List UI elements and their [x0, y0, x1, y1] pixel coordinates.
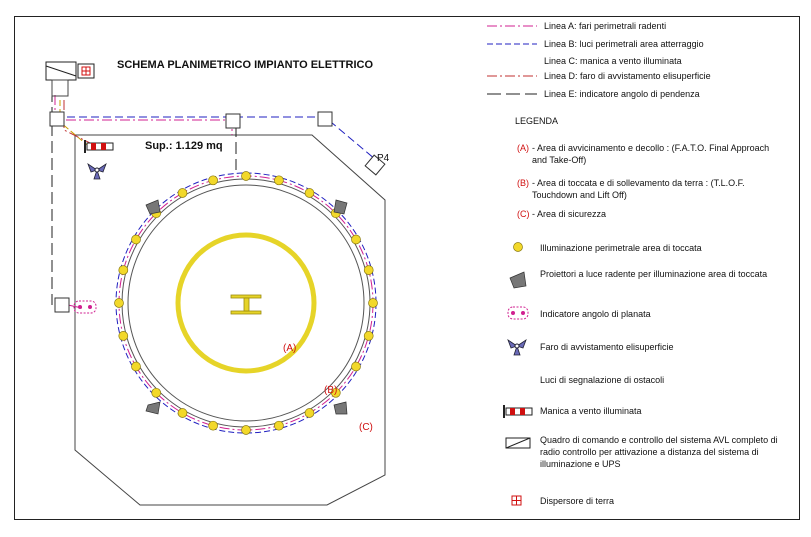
floodlight-se	[333, 401, 348, 415]
area-label-b: (B)	[324, 385, 337, 396]
legend-ground-icon	[511, 495, 522, 506]
floodlights	[145, 199, 348, 415]
perimeter-light	[114, 298, 124, 308]
plan-title: SCHEMA PLANIMETRICO IMPIANTO ELETTRICO	[117, 59, 374, 71]
manhole-p4	[364, 154, 386, 176]
perimeter-light	[351, 234, 361, 245]
perimeter-light	[118, 331, 129, 341]
legend-slope-icon	[507, 306, 529, 320]
perimeter-light	[241, 171, 251, 181]
perimeter-light	[131, 234, 141, 245]
legenda-title: LEGENDA	[515, 116, 558, 126]
windsock-icon	[84, 140, 114, 153]
h-marker	[230, 294, 262, 315]
legend-beacon-icon	[507, 338, 527, 356]
perimeter-light	[363, 331, 374, 341]
legend-floodlight-icon	[509, 271, 527, 289]
perimeter-light	[151, 387, 162, 398]
legend-panel-text: Quadro di comando e controllo del sistem…	[540, 435, 778, 469]
line-c-label: Linea C: manica a vento illuminata	[544, 56, 682, 66]
floodlight-sw	[145, 401, 161, 415]
legend-perimeter-text: Illuminazione perimetrale area di toccat…	[540, 243, 702, 253]
site-boundary	[74, 134, 386, 506]
perimeter-light	[177, 188, 188, 198]
area-c-code: (C)	[517, 209, 530, 219]
line-a-label: Linea A: fari perimetrali radenti	[544, 21, 666, 31]
line-legend: Linea A: fari perimetrali radenti Linea …	[487, 21, 711, 99]
floodlight-ne	[333, 199, 348, 215]
drawing-frame	[14, 16, 800, 520]
legend-panel-icon	[505, 437, 531, 449]
control-panel-symbol	[45, 61, 95, 97]
legend-beacon-text: Faro di avvistamento elisuperficie	[540, 342, 674, 352]
line-e-label: Linea E: indicatore angolo di pendenza	[544, 89, 700, 99]
touchdown-ring	[175, 232, 317, 374]
perimeter-light	[363, 265, 374, 275]
perimeter-light	[208, 175, 218, 186]
legend-obstacle-text: Luci di segnalazione di ostacoli	[540, 375, 664, 385]
manhole-left	[49, 111, 65, 127]
legend-floodlight-text: Proiettori a luce radente per illuminazi…	[540, 269, 768, 279]
surface-label: Sup.: 1.129 mq	[145, 140, 223, 152]
area-b-text: - Area di toccata e di sollevamento da t…	[532, 178, 745, 200]
area-c-text: - Area di sicurezza	[532, 209, 606, 219]
area-label-a: (A)	[283, 343, 296, 354]
manhole-right	[317, 111, 333, 127]
manhole-center	[225, 113, 241, 129]
perimeter-light	[304, 408, 315, 418]
perimeter-light	[304, 188, 315, 198]
beacon-icon	[87, 162, 107, 180]
perimeter-light	[177, 408, 188, 418]
perimeter-light	[368, 298, 378, 308]
perimeter-light	[274, 420, 284, 431]
perimeter-light	[274, 175, 284, 186]
manhole-slope	[54, 297, 70, 313]
perimeter-light	[118, 265, 129, 275]
legend-slope-text: Indicatore angolo di planata	[540, 309, 651, 319]
perimeter-light	[351, 361, 361, 372]
area-label-c: (C)	[359, 422, 373, 433]
legend-light-icon	[513, 242, 523, 252]
line-d-label: Linea D: faro di avvistamento elisuperfi…	[544, 71, 711, 81]
legend-windsock-icon	[503, 405, 533, 418]
area-a-code: (A)	[517, 143, 529, 153]
floodlight-nw	[145, 199, 161, 215]
perimeter-light	[241, 425, 251, 435]
perimeter-lights	[114, 171, 378, 435]
area-a-text: - Area di avvicinamento e decollo : (F.A…	[532, 143, 770, 165]
area-b-code: (B)	[517, 178, 529, 188]
legend-ground-text: Dispersore di terra	[540, 496, 614, 506]
perimeter-light	[330, 387, 341, 398]
line-b-label: Linea B: luci perimetrali area atterragg…	[544, 39, 704, 49]
perimeter-light	[208, 420, 218, 431]
legend-windsock-text: Manica a vento illuminata	[540, 406, 642, 416]
slope-indicator-icon	[73, 300, 97, 314]
p4-label: P4	[377, 153, 390, 164]
perimeter-light	[131, 361, 141, 372]
